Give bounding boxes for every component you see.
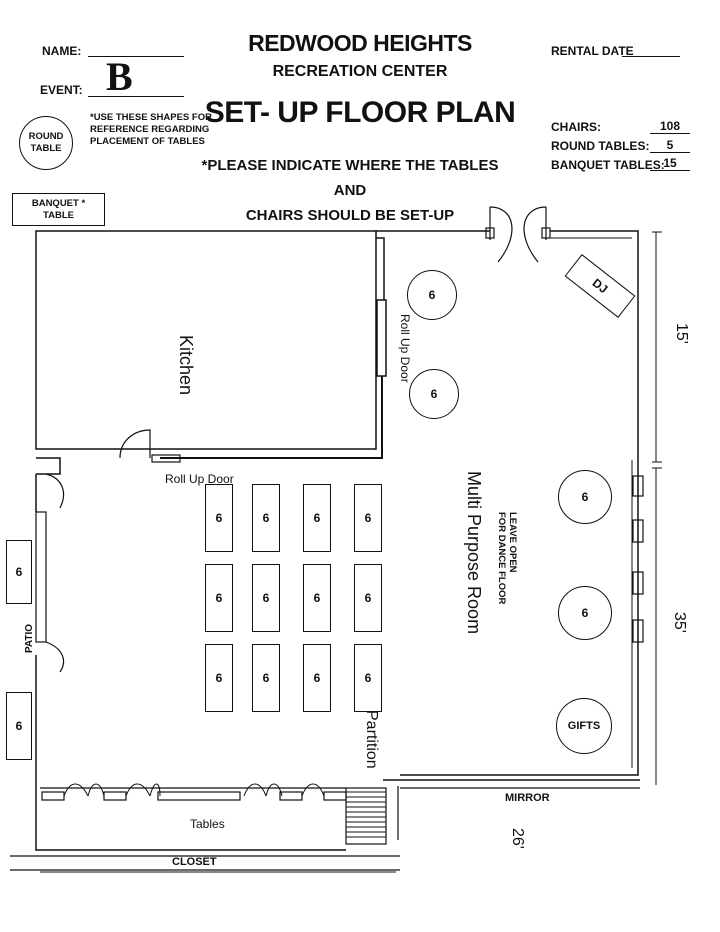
banquet-table[interactable]: 6 xyxy=(205,644,233,712)
dance-floor-note: LEAVE OPEN FOR DANCE FLOOR xyxy=(496,512,518,612)
rental-date-label: RENTAL DATE xyxy=(551,44,634,58)
banquet-table[interactable]: 6 xyxy=(252,644,280,712)
partition-stairs xyxy=(345,787,387,845)
banquet-table[interactable]: 6 xyxy=(303,484,331,552)
banquet-tables-value[interactable]: 15 xyxy=(650,156,690,171)
name-label: NAME: xyxy=(42,44,82,58)
round-tables-value[interactable]: 5 xyxy=(650,138,690,153)
tables-label: Tables xyxy=(190,817,225,831)
banquet-table[interactable]: 6 xyxy=(252,484,280,552)
banquet-legend-line-2: TABLE xyxy=(43,209,74,221)
banquet-legend-line-1: BANQUET * xyxy=(31,197,86,209)
event-letter: B xyxy=(106,54,133,99)
dance-floor-line-2: FOR DANCE FLOOR xyxy=(496,512,507,605)
double-doors xyxy=(489,206,547,263)
legend-note: *USE THESE SHAPES FOR REFERENCE REGARDIN… xyxy=(90,112,212,148)
dimension-26: 26' xyxy=(509,828,526,849)
dimension-35: 35' xyxy=(671,612,688,633)
kitchen-label: Kitchen xyxy=(176,335,196,396)
banquet-table[interactable]: 6 xyxy=(303,564,331,632)
legend-note-line-1: *USE THESE SHAPES FOR xyxy=(90,112,212,123)
page-title: REDWOOD HEIGHTS xyxy=(248,30,472,56)
patio-banquet-table[interactable]: 6 xyxy=(6,692,32,760)
banquet-table[interactable]: 6 xyxy=(354,564,382,632)
legend-note-line-3: PLACEMENT OF TABLES xyxy=(90,136,205,147)
dimension-15: 15' xyxy=(673,323,690,344)
banquet-table-legend: BANQUET * TABLE xyxy=(12,193,105,226)
instruction-line-2: CHAIRS SHOULD BE SET-UP xyxy=(245,207,455,224)
patio-label: PATIO xyxy=(24,623,35,653)
mirror-label: MIRROR xyxy=(505,792,550,804)
banquet-tables-label: BANQUET TABLES: xyxy=(551,158,665,172)
page-subtitle: RECREATION CENTER xyxy=(272,63,448,80)
floor-plan-heading: SET- UP FLOOR PLAN xyxy=(204,96,516,129)
closet-label: CLOSET xyxy=(172,856,217,868)
chairs-label: CHAIRS: xyxy=(551,120,601,134)
instruction-text: *PLEASE INDICATE WHERE THE TABLES AND CH… xyxy=(190,153,510,228)
patio-banquet-table[interactable]: 6 xyxy=(6,540,32,604)
banquet-table[interactable]: 6 xyxy=(354,484,382,552)
banquet-table[interactable]: 6 xyxy=(205,564,233,632)
banquet-table[interactable]: 6 xyxy=(303,644,331,712)
instruction-line-1: *PLEASE INDICATE WHERE THE TABLES AND xyxy=(201,157,499,199)
round-table[interactable]: 6 xyxy=(558,586,612,640)
multi-purpose-room-label: Multi Purpose Room xyxy=(464,471,484,635)
round-table-legend-line-1: ROUND xyxy=(28,131,64,142)
roll-up-door-horizontal xyxy=(151,454,181,463)
round-table[interactable]: 6 xyxy=(409,369,459,419)
event-label: EVENT: xyxy=(40,83,83,97)
name-field[interactable] xyxy=(88,44,184,57)
kitchen-walls xyxy=(35,230,377,450)
rental-date-field[interactable] xyxy=(622,44,680,57)
partition-label: Partition xyxy=(363,710,380,769)
chairs-value[interactable]: 108 xyxy=(650,119,690,134)
legend-note-line-2: REFERENCE REGARDING xyxy=(90,124,210,135)
round-table[interactable]: 6 xyxy=(558,470,612,524)
dance-floor-line-1: LEAVE OPEN xyxy=(507,512,518,573)
gifts-table[interactable]: GIFTS xyxy=(556,698,612,754)
banquet-table[interactable]: 6 xyxy=(354,644,382,712)
roll-up-door-vertical xyxy=(376,299,387,377)
round-table-legend-line-2: TABLE xyxy=(30,143,62,154)
round-table[interactable]: 6 xyxy=(407,270,457,320)
banquet-table[interactable]: 6 xyxy=(252,564,280,632)
round-table-legend: ROUND TABLE xyxy=(19,116,73,170)
round-tables-label: ROUND TABLES: xyxy=(551,139,650,153)
banquet-table[interactable]: 6 xyxy=(205,484,233,552)
event-field[interactable]: B xyxy=(88,54,184,99)
roll-up-door-horizontal-label: Roll Up Door xyxy=(165,472,234,486)
